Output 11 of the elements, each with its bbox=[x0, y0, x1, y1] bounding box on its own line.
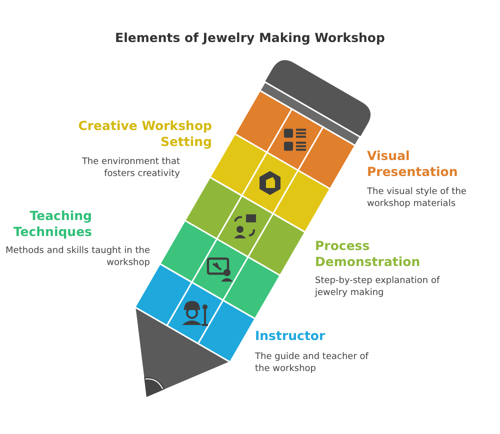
section-description: The visual style of the workshop materials bbox=[367, 186, 468, 210]
section-description: The environment that fosters creativity bbox=[80, 156, 180, 180]
diagram-title: Elements of Jewelry Making Workshop bbox=[114, 30, 386, 45]
section-heading: Teaching Techniques bbox=[12, 208, 92, 240]
section-description: Step-by-step explanation of jewelry making bbox=[315, 275, 441, 299]
section-heading: Visual Presentation bbox=[367, 148, 459, 180]
section-heading: Instructor bbox=[255, 328, 326, 344]
section-heading: Creative Workshop Setting bbox=[77, 118, 212, 150]
section-heading: Process Demonstration bbox=[315, 238, 422, 270]
section-description: The guide and teacher of the workshop bbox=[255, 351, 370, 375]
section-description: Methods and skills taught in the workshop bbox=[4, 245, 150, 269]
